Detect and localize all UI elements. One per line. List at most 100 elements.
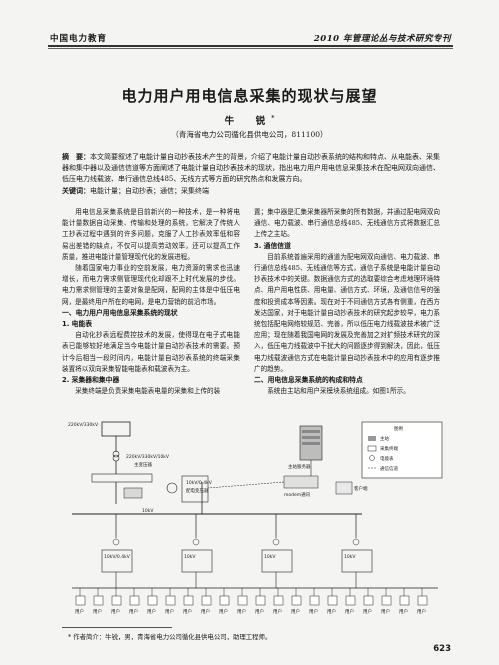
user-label: 用户 bbox=[363, 608, 372, 615]
switchgear-box bbox=[91, 473, 153, 483]
distribution-box bbox=[181, 475, 209, 503]
issue-name: 2010 年管理论丛与技术研究专刊 bbox=[313, 34, 451, 44]
footnote-rule bbox=[62, 627, 172, 628]
client-icon bbox=[335, 481, 353, 495]
legend-swatch-3 bbox=[369, 455, 375, 461]
author-name: 牛 锐 bbox=[224, 116, 272, 127]
keywords-text: 电能计量；自动抄表；通信；采集终端 bbox=[90, 187, 209, 195]
legend-item-4: 通信信道 bbox=[380, 465, 398, 472]
bus-label: 10kV bbox=[142, 508, 154, 514]
branch-label: 10kV bbox=[344, 554, 356, 560]
user-meter bbox=[309, 595, 320, 606]
left-column: 用电信息采集系统是目前新兴的一种技术，是一种将电能计量数据自动采集、传输和处理的… bbox=[62, 207, 240, 397]
user-row: 用户用户用户用户用户用户用户用户用户用户用户用户用户用户用户用户用户用户用户用户 bbox=[75, 588, 428, 615]
user-label: 用户 bbox=[237, 608, 246, 615]
user-label: 用户 bbox=[129, 608, 138, 615]
author-footnote-mark: * bbox=[271, 114, 275, 122]
running-header: 中国电力教育 2010 年管理论丛与技术研究专刊 bbox=[0, 0, 499, 49]
user-label: 用户 bbox=[75, 608, 84, 615]
branch-label: 10kV bbox=[264, 554, 276, 560]
user-meter bbox=[417, 595, 428, 606]
collector-symbol bbox=[166, 482, 178, 494]
branch-box bbox=[341, 549, 373, 573]
user-meter bbox=[345, 595, 356, 606]
user-label: 用户 bbox=[255, 608, 264, 615]
abstract-label: 摘 要： bbox=[62, 153, 90, 161]
modem-icon bbox=[283, 475, 319, 489]
user-label: 用户 bbox=[165, 608, 174, 615]
author-line: 牛 锐* bbox=[0, 113, 499, 127]
user-meter bbox=[327, 595, 338, 606]
keywords-label: 关键词： bbox=[62, 187, 90, 195]
header-rule bbox=[48, 45, 453, 47]
body-paragraph: 采集终端是负责采集电能表电量的采集和上传的装 bbox=[75, 387, 221, 396]
user-label: 用户 bbox=[219, 608, 228, 615]
footnote: * 作者简介：牛锐，男，青海省电力公司循化县供电公司，助理工程师。 bbox=[68, 633, 272, 641]
affiliation: （青海省电力公司循化县供电公司，811100） bbox=[171, 130, 328, 139]
user-meter bbox=[111, 595, 122, 606]
user-label: 用户 bbox=[273, 608, 282, 615]
paper-title: 电力用户用电信息采集的现状与展望 bbox=[121, 87, 378, 105]
user-label: 用户 bbox=[309, 608, 318, 615]
user-meter bbox=[381, 595, 392, 606]
branch-transformer bbox=[352, 538, 360, 546]
section-heading: 一、电力用户用电信息采集系统的现状 bbox=[62, 308, 178, 317]
user-meter bbox=[75, 595, 86, 606]
user-meter bbox=[129, 595, 140, 606]
user-label: 用户 bbox=[183, 608, 192, 615]
modem-label: modem通讯 bbox=[284, 491, 311, 498]
legend-item-1: 主站 bbox=[380, 435, 389, 442]
branch-box bbox=[181, 549, 213, 573]
legend-title: 图例 bbox=[394, 425, 403, 432]
page-number: 623 bbox=[433, 644, 451, 654]
user-meter bbox=[183, 595, 194, 606]
body-paragraph: 目前系统普遍采用的通道为配电网双向通信、电力载波、串行通信总线485、无线通信等… bbox=[254, 252, 440, 373]
user-label: 用户 bbox=[345, 608, 354, 615]
user-meter bbox=[219, 595, 230, 606]
user-meter bbox=[201, 595, 212, 606]
user-label: 用户 bbox=[291, 608, 300, 615]
legend-swatch-2 bbox=[367, 445, 377, 452]
user-label: 用户 bbox=[399, 608, 408, 615]
user-meter bbox=[399, 595, 410, 606]
body-paragraph: 自动化抄表远程费控技术的发展，使得现在电子式电能表已能够较好地满足当今电能计量自… bbox=[62, 331, 240, 373]
user-meter bbox=[165, 595, 176, 606]
feeder-name: 配电变压器 bbox=[186, 487, 209, 494]
user-meter bbox=[237, 595, 248, 606]
abstract: 摘 要：本文简要叙述了电能计量自动抄表技术产生的背景，介绍了电能计量自动抄表系统… bbox=[62, 152, 440, 185]
legend-swatch-1 bbox=[368, 436, 376, 441]
legend-item-3: 电能表 bbox=[380, 455, 394, 462]
feeder-label: 10kV/0.4kV bbox=[186, 480, 213, 486]
user-meter bbox=[255, 595, 266, 606]
keywords: 关键词：电能计量；自动抄表；通信；采集终端 bbox=[62, 186, 440, 196]
user-label: 用户 bbox=[147, 608, 156, 615]
abstract-text: 本文简要叙述了电能计量自动抄表技术产生的背景，介绍了电能计量自动抄表系统的结构和… bbox=[62, 153, 440, 183]
branch-box bbox=[261, 549, 293, 573]
client-label: 客户端 bbox=[354, 485, 368, 492]
section-heading: 二、用电信息采集系统的构成和特点 bbox=[254, 376, 363, 385]
user-meter bbox=[363, 595, 374, 606]
server-label: 主站服务器 bbox=[288, 463, 311, 470]
section-heading: 1. 电能表 bbox=[62, 320, 93, 329]
legend-item-2: 采集终端 bbox=[380, 445, 398, 452]
branch-box bbox=[101, 549, 133, 573]
branch-label: 10kV/0.4kV bbox=[104, 554, 131, 560]
header-rule-thin bbox=[48, 48, 453, 49]
substation-1-name: 主变压器 bbox=[134, 461, 152, 468]
user-meter bbox=[93, 595, 104, 606]
transformer-symbol bbox=[112, 450, 120, 458]
user-meter bbox=[291, 595, 302, 606]
user-meter bbox=[273, 595, 284, 606]
journal-name: 中国电力教育 bbox=[50, 34, 108, 44]
system-diagram: 220kV/330kV 220kV/330kV/10kV 主变压器 10kV 1… bbox=[68, 421, 443, 615]
branch-transformer bbox=[192, 538, 200, 546]
branch-transformer bbox=[112, 538, 120, 546]
section-heading: 3. 通信信道 bbox=[254, 241, 291, 250]
user-label: 用户 bbox=[327, 608, 336, 615]
user-label: 用户 bbox=[201, 608, 210, 615]
substation-box bbox=[101, 421, 131, 437]
terminal-box bbox=[123, 487, 143, 499]
user-label: 用户 bbox=[381, 608, 390, 615]
